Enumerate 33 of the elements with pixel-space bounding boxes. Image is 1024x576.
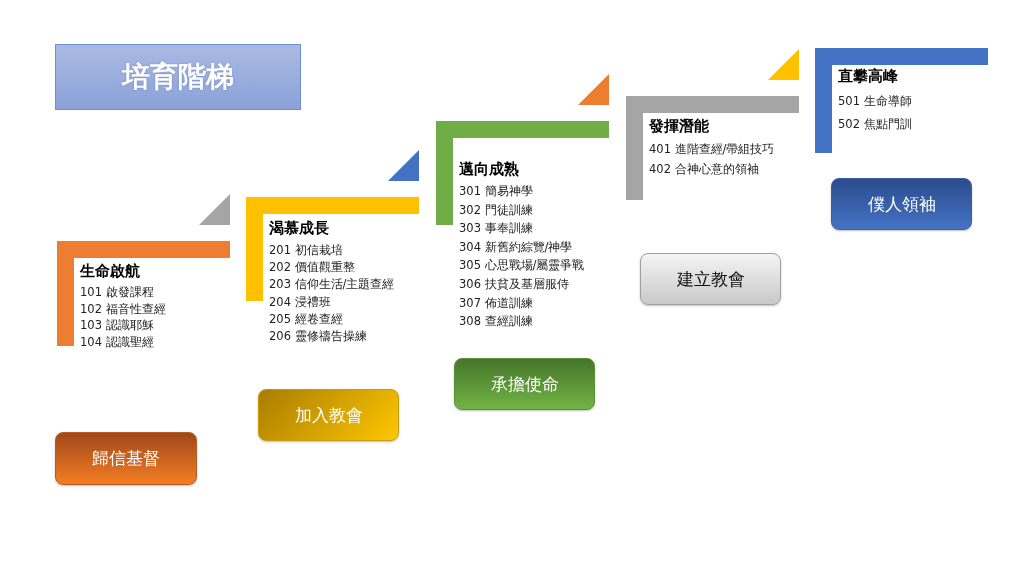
step-heading: 生命啟航 [80, 262, 140, 281]
course-item: 502 焦點門訓 [838, 116, 912, 133]
course-item: 206 靈修禱告操練 [269, 327, 367, 345]
stage-button: 承擔使命 [454, 358, 595, 410]
course-item: 308 查經訓練 [459, 313, 533, 331]
course-item: 307 佈道訓練 [459, 294, 533, 312]
course-item: 104 認識聖經 [80, 333, 154, 350]
course-item: 103 認識耶穌 [80, 317, 154, 334]
step-heading: 發揮潛能 [649, 117, 709, 136]
course-item: 501 生命導師 [838, 93, 912, 110]
course-item: 301 簡易神學 [459, 183, 533, 200]
course-item: 202 價值觀重整 [269, 259, 355, 277]
course-item: 304 新舊約綜覽/神學 [459, 238, 573, 256]
course-item: 201 初信栽培 [269, 242, 343, 259]
step-heading: 渴慕成長 [269, 219, 329, 238]
stage-button: 僕人領袖 [831, 178, 972, 230]
stage-button: 歸信基督 [55, 432, 197, 485]
step-heading: 邁向成熟 [459, 160, 519, 179]
course-item: 305 心思戰場/屬靈爭戰 [459, 257, 585, 275]
course-item: 306 扶貧及基層服侍 [459, 275, 569, 293]
course-item: 401 進階查經/帶組技巧 [649, 141, 775, 158]
course-item: 102 福音性查經 [80, 300, 166, 317]
stage-button: 加入教會 [258, 389, 399, 441]
course-item: 402 合神心意的領袖 [649, 161, 759, 178]
course-item: 203 信仰生活/主題查經 [269, 276, 395, 294]
step-heading: 直攀高峰 [838, 67, 898, 86]
course-item: 303 事奉訓練 [459, 220, 533, 238]
stage-button: 建立教會 [640, 253, 781, 305]
course-item: 204 浸禮班 [269, 293, 331, 311]
title-banner: 培育階梯 [55, 44, 301, 110]
course-item: 101 啟發課程 [80, 284, 154, 301]
course-item: 302 門徒訓練 [459, 201, 533, 219]
course-item: 205 經卷查經 [269, 310, 343, 328]
